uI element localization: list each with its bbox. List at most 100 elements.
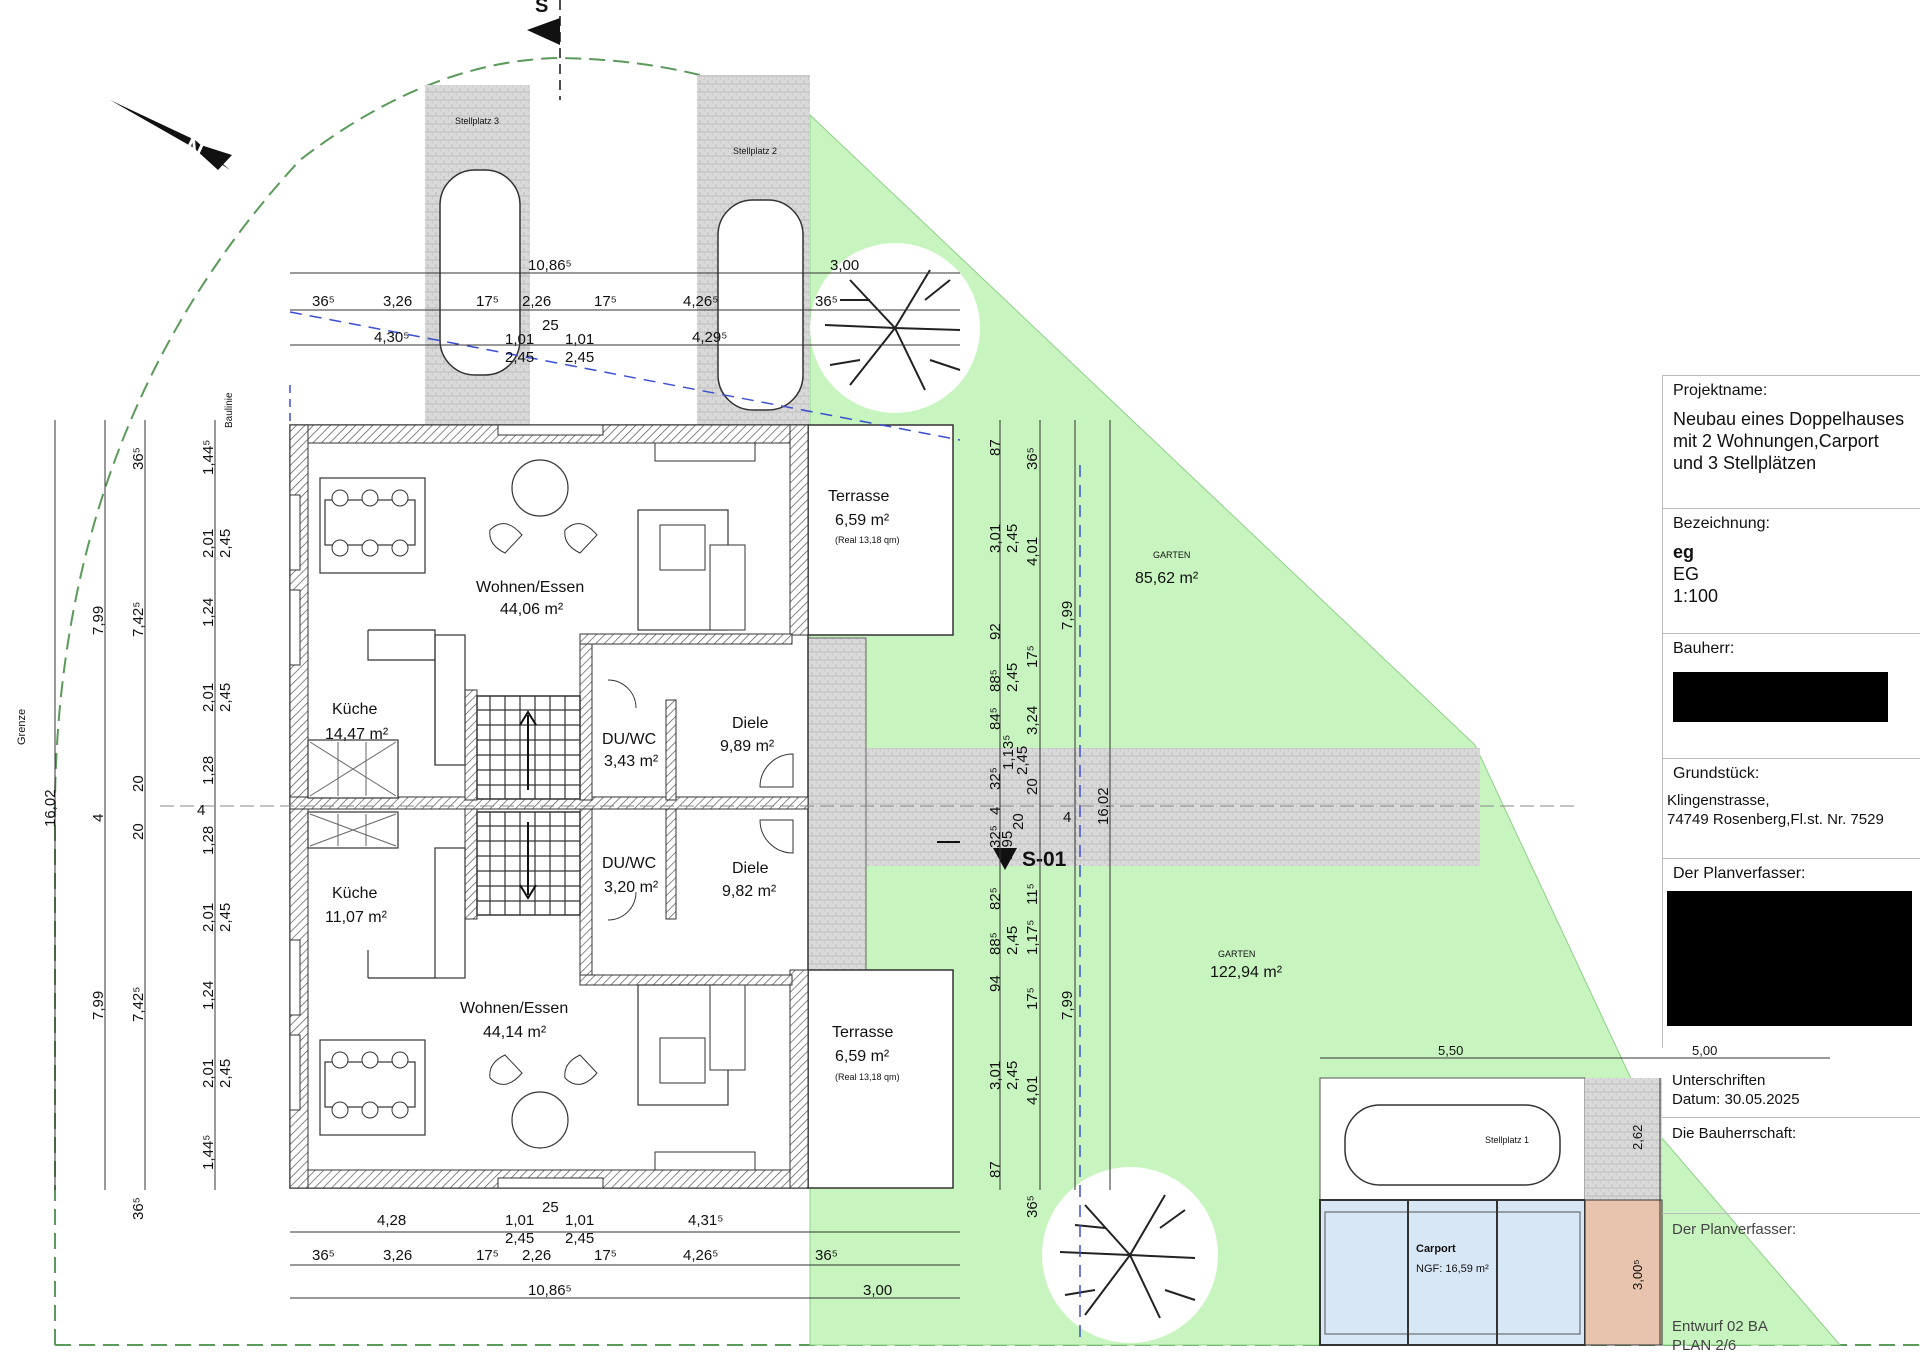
- carport-structure: [1319, 1199, 1586, 1346]
- room-wohnen-bottom: Wohnen/Essen: [460, 1000, 568, 1017]
- room-diele-top-area: 9,89 m²: [720, 738, 775, 755]
- tb-planner: Der Planverfasser:: [1662, 858, 1920, 1048]
- room-terrasse-top: Terrasse: [828, 488, 889, 505]
- tb-designation: Bezeichnung: eg EG 1:100: [1662, 508, 1920, 633]
- tree-bottom: [1042, 1167, 1218, 1343]
- tb-project-label: Projektname:: [1673, 382, 1768, 399]
- dimension-r-245b: 2,45: [1004, 663, 1021, 692]
- terrace-top: [807, 424, 954, 636]
- dimension-b4: 1,01: [565, 1212, 594, 1229]
- dimension-l-124a: 1,24: [200, 598, 217, 627]
- dimension-l-365a: 36⁵: [130, 447, 147, 470]
- dimension-l-20: 20: [130, 775, 147, 792]
- dimension-c-500: 5,00: [1692, 1043, 1717, 1058]
- dimension-r-175a: 17⁵: [1024, 645, 1041, 668]
- round-table-bottom: [511, 1091, 569, 1149]
- room-garten-top: GARTEN: [1153, 550, 1190, 560]
- dimension-l-201a: 2,01: [200, 529, 217, 558]
- dimension-b6: 2,45: [505, 1230, 534, 1247]
- dimension-b14: 36⁵: [815, 1247, 838, 1264]
- tb-project-line2: mit 2 Wohnungen,Carport: [1673, 431, 1879, 451]
- tb-designation-EG: EG: [1673, 564, 1700, 584]
- room-terrasse-bottom-area: 6,59 m²: [835, 1048, 890, 1065]
- dimension-r-245c: 2,45: [1014, 746, 1031, 775]
- parking-label-1: Stellplatz 1: [1485, 1135, 1529, 1145]
- dimension-r-175b: 17⁵: [1024, 987, 1041, 1010]
- dimension-r-4: 4: [987, 807, 1004, 815]
- dimension-r-1175: 1,17⁵: [1024, 920, 1041, 955]
- dimension-l-742a: 7,42⁵: [130, 602, 147, 637]
- tb-designation-label: Bezeichnung:: [1673, 515, 1770, 532]
- room-garten-bottom: GARTEN: [1218, 949, 1255, 959]
- dimension-t6: 4,26⁵: [683, 293, 718, 310]
- tb-project-line3: und 3 Stellplätzen: [1673, 453, 1817, 473]
- room-duwc-top-area: 3,43 m²: [604, 753, 659, 770]
- room-wohnen-bottom-area: 44,14 m²: [483, 1024, 547, 1041]
- dimension-r-885b: 88⁵: [987, 932, 1004, 955]
- dimension-l-799a: 7,99: [90, 606, 107, 635]
- dimension-t7: 36⁵: [815, 293, 838, 310]
- room-wohnen-top: Wohnen/Essen: [476, 579, 584, 596]
- dimension-r-401a: 4,01: [1024, 537, 1041, 566]
- dimension-b13: 4,26⁵: [683, 1247, 718, 1264]
- redacted-client: [1673, 672, 1888, 722]
- dimension-t5: 17⁵: [594, 293, 617, 310]
- title-block: Projektname: Neubau eines Doppelhauses m…: [1662, 375, 1920, 1355]
- dimension-south-label: S: [535, 0, 548, 17]
- parking-label-2: Stellplatz 2: [733, 146, 777, 156]
- dimension-l-124b: 1,24: [200, 981, 217, 1010]
- tb-plan-number: PLAN 2/6: [1672, 1337, 1737, 1354]
- dimension-b9: 3,26: [383, 1247, 412, 1264]
- dimension-r-92: 92: [987, 623, 1004, 640]
- dimension-c-3005: 3,00⁵: [1630, 1259, 1645, 1290]
- round-table-top: [511, 459, 569, 517]
- dimension-t9: 25: [542, 317, 559, 334]
- dimension-b2: 25: [542, 1199, 559, 1216]
- tb-client: Bauherr:: [1662, 633, 1920, 758]
- dimension-l-128b: 1,28: [200, 826, 217, 855]
- dimension-r-845: 84⁵: [987, 707, 1004, 730]
- dimension-t12: 4,29⁵: [692, 329, 727, 346]
- dimension-l-742b: 7,42⁵: [130, 987, 147, 1022]
- room-kueche-top: Küche: [332, 701, 377, 718]
- dimension-b8: 36⁵: [312, 1247, 335, 1264]
- dimension-t13: 2,45: [505, 349, 534, 366]
- dimension-l-245b: 2,45: [217, 683, 234, 712]
- dimension-r-799b: 7,99: [1059, 991, 1076, 1020]
- property-line: [289, 311, 961, 441]
- tb-planner2-label: Der Planverfasser:: [1672, 1221, 1797, 1238]
- dimension-l-365b: 36⁵: [130, 1197, 147, 1220]
- tb-owners-label: Die Bauherrschaft:: [1672, 1125, 1797, 1142]
- tb-site-line1: Klingenstrasse,: [1667, 792, 1770, 809]
- dimension-r-825: 82⁵: [987, 887, 1004, 910]
- dimension-r-4b: 4: [1063, 809, 1071, 826]
- staircase-top: [476, 695, 581, 800]
- tb-project-line1: Neubau eines Doppelhauses: [1673, 409, 1905, 429]
- dimension-l-144a: 1,44⁵: [200, 440, 217, 475]
- car-2: [717, 199, 804, 411]
- tb-signatures-label: Unterschriften: [1672, 1072, 1766, 1089]
- dimension-r-325b: 32⁵: [987, 825, 1004, 848]
- dimension-r-325a: 32⁵: [987, 767, 1004, 790]
- room-garten-bottom-area: 122,94 m²: [1210, 964, 1283, 981]
- dimension-r-20a: 20: [1024, 778, 1041, 795]
- dimension-l-4: 4: [90, 814, 107, 822]
- dimension-l-144b: 1,44⁵: [200, 1135, 217, 1170]
- dimension-r-301a: 3,01: [987, 524, 1004, 553]
- dimension-r-87a: 87: [987, 439, 1004, 456]
- tb-owners: Die Bauherrschaft:: [1662, 1117, 1920, 1207]
- dimension-c-262: 2,62: [1630, 1125, 1645, 1150]
- dimension-t10: 1,01: [505, 331, 534, 348]
- tb-site-line2: 74749 Rosenberg,Fl.st. Nr. 7529: [1667, 811, 1884, 828]
- north-arrow: N: [110, 100, 232, 170]
- section-marker-icon: [993, 848, 1017, 870]
- dimension-l-245a: 2,45: [217, 529, 234, 558]
- dimension-r-245d: 2,45: [1004, 926, 1021, 955]
- tb-designation-scale: 1:100: [1673, 586, 1719, 606]
- tb-planner-label: Der Planverfasser:: [1673, 865, 1806, 882]
- label-grenze: Grenze: [16, 709, 28, 745]
- dimension-l-201b: 2,01: [200, 683, 217, 712]
- dimension-r-401b: 4,01: [1024, 1076, 1041, 1105]
- room-kueche-bottom: Küche: [332, 885, 377, 902]
